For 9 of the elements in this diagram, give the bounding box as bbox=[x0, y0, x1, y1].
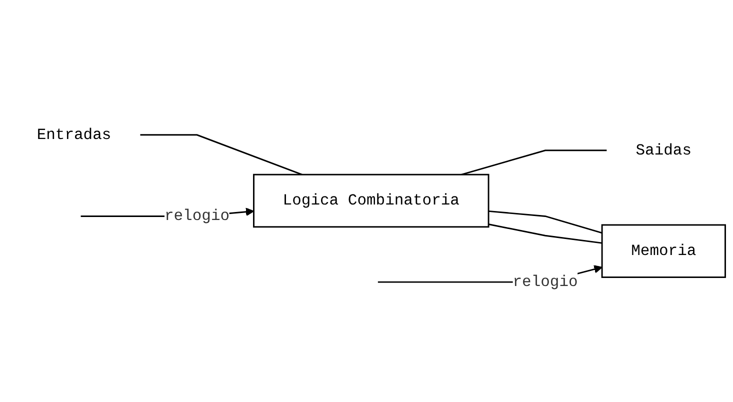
connector bbox=[488, 223, 602, 244]
edge-label: relogio bbox=[512, 273, 578, 291]
connector bbox=[140, 134, 302, 176]
edge-label: relogio bbox=[164, 207, 230, 225]
node-text: Saidas bbox=[636, 141, 692, 159]
node-text: Entradas bbox=[36, 126, 112, 144]
connector bbox=[488, 210, 602, 234]
node-box: Logica Combinatoria bbox=[253, 174, 490, 228]
node-box: Memoria bbox=[601, 224, 726, 278]
